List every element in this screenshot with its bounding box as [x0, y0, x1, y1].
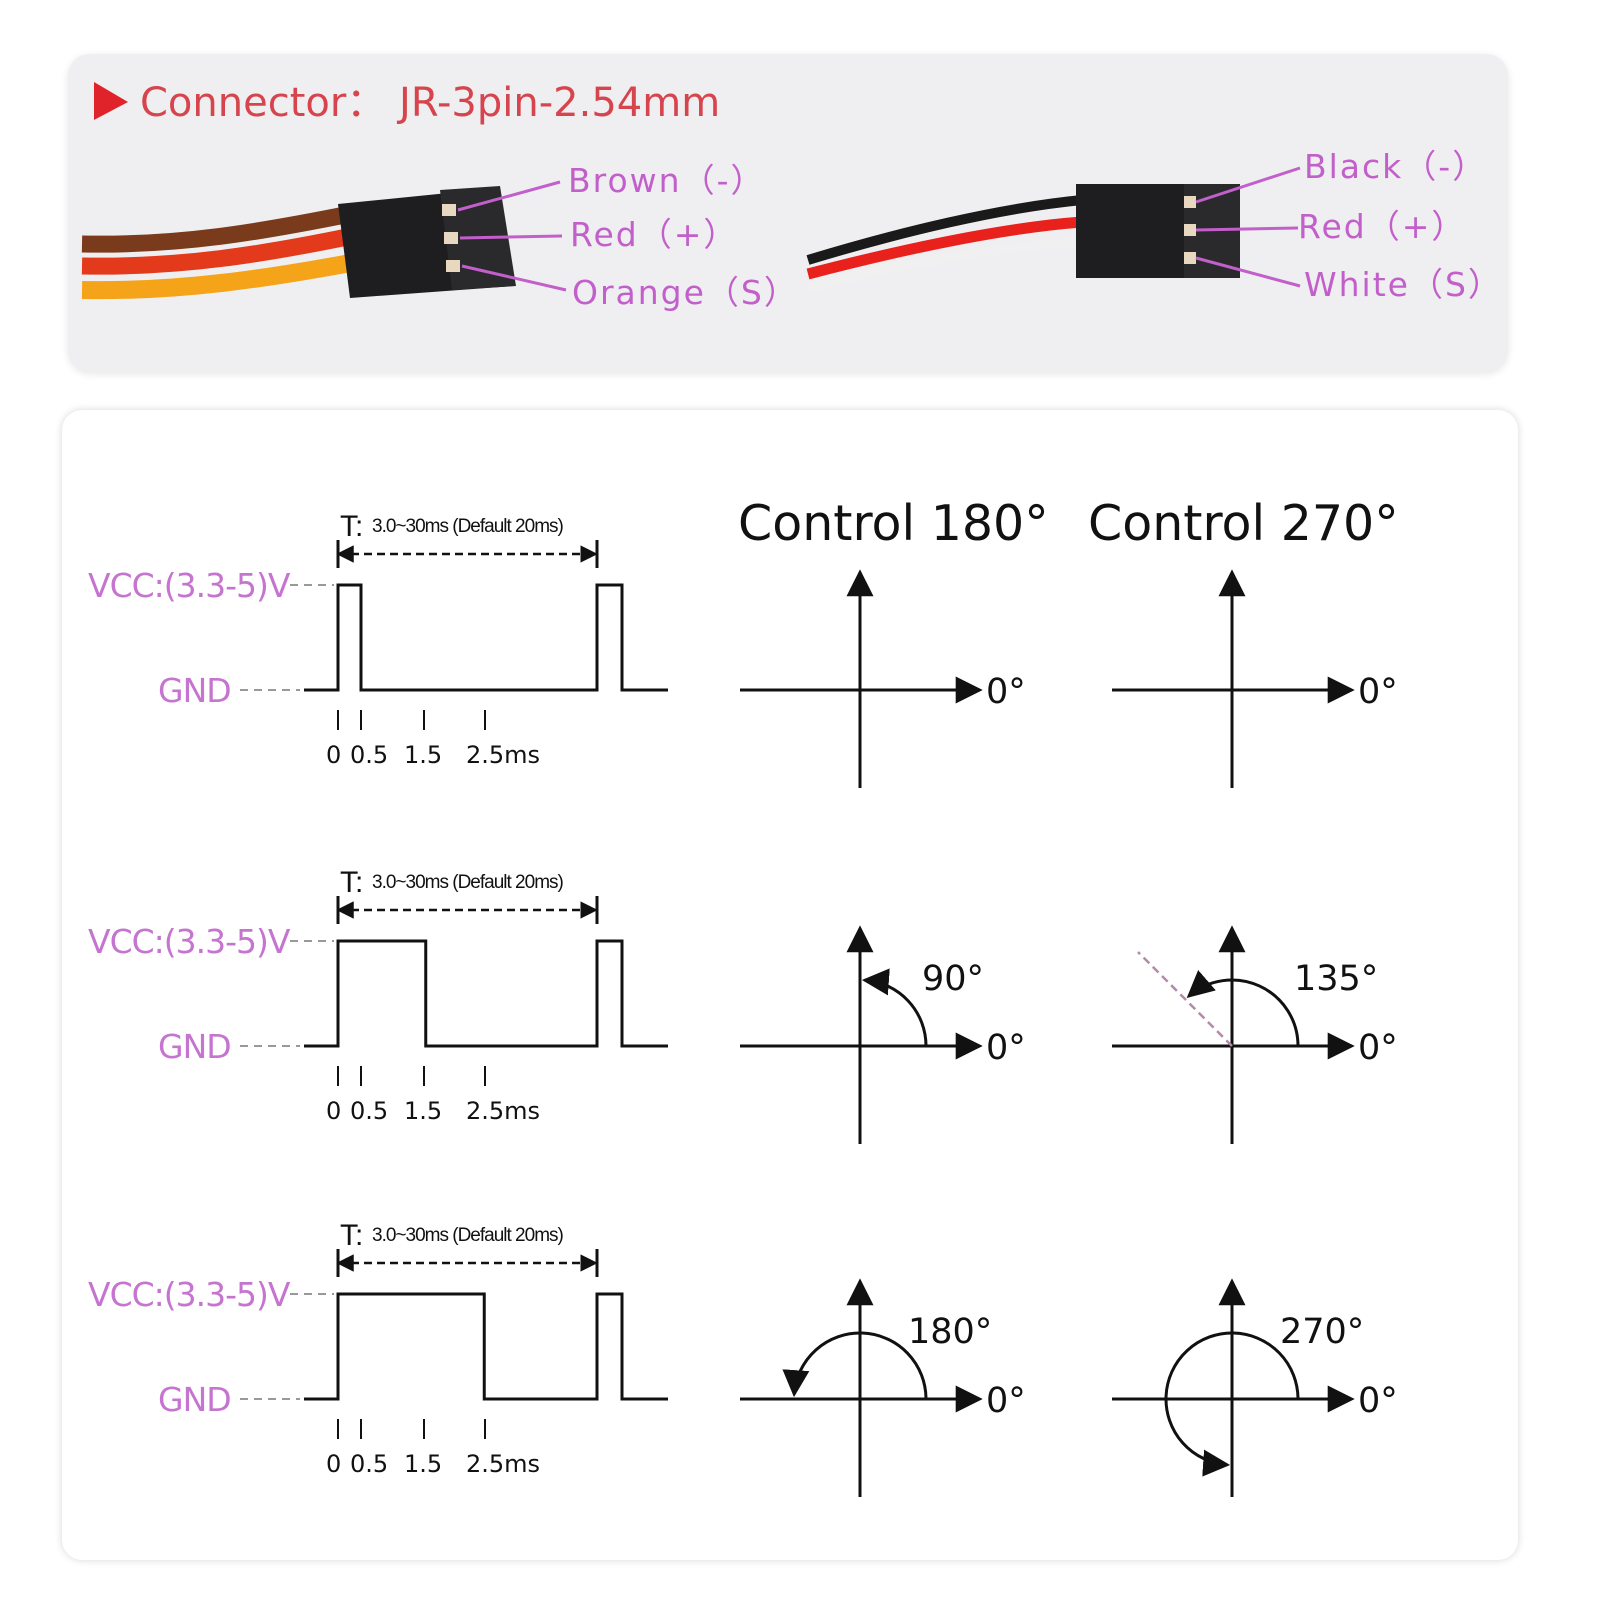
gnd-label: GND — [158, 1380, 231, 1419]
angle-diagram-180-row-3: 0° 180° — [740, 1278, 1026, 1497]
period-T-label: T: — [340, 510, 363, 543]
vcc-label: VCC:(3.3-5)V — [88, 566, 291, 605]
timing-row-3: T: 3.0~30ms (Default 20ms) VCC:(3.3-5)V GND… — [88, 1219, 1398, 1497]
gnd-label: GND — [158, 1027, 231, 1066]
angle-diagram-180-row-2: 0°90° — [740, 925, 1026, 1144]
connector-panel — [68, 54, 1508, 372]
time-tick-label: 0.5 — [350, 1450, 388, 1478]
time-tick-label: 0.5 — [350, 741, 388, 769]
rotation-arc — [782, 1331, 928, 1400]
period-T-label: T: — [340, 1219, 363, 1252]
control-270-title: Control 270° — [1088, 495, 1399, 552]
left-connector-housing — [338, 186, 516, 298]
left-pin-label-2: Red（+） — [570, 215, 738, 254]
rotation-arc — [861, 968, 928, 1047]
pwm-waveform — [304, 1292, 668, 1401]
left-pin-2 — [444, 232, 458, 244]
control-180-title: Control 180° — [738, 495, 1049, 552]
left-pin-label-1: Brown（-） — [568, 161, 765, 200]
zero-degree-label: 0° — [986, 1028, 1026, 1068]
angle-diagram-180-row-1: 0° — [740, 569, 1026, 788]
timing-row-1: T: 3.0~30ms (Default 20ms) VCC:(3.3-5)V GND… — [88, 510, 1398, 788]
angle-diagram-270-row-1: 0° — [1112, 569, 1398, 788]
angle-guide-line — [1137, 951, 1233, 1047]
time-tick-label: 1.5 — [404, 741, 442, 769]
pwm-waveform — [304, 939, 668, 1048]
left-pin-1 — [442, 204, 456, 216]
time-tick-label: 0 — [326, 1450, 341, 1478]
vcc-label: VCC:(3.3-5)V — [88, 922, 291, 961]
left-pin-3 — [446, 260, 460, 272]
pwm-waveform — [304, 583, 668, 692]
right-pin-1 — [1184, 196, 1196, 208]
time-tick-label: 0.5 — [350, 1097, 388, 1125]
connector-title: Connector： JR-3pin-2.54mm — [140, 80, 720, 126]
connector-section: Connector： JR-3pin-2.54mm Brown（-） Red（+… — [81, 80, 1503, 312]
angle-diagram-270-row-2: 0° 135° — [1112, 925, 1398, 1144]
rotation-arc — [1186, 970, 1300, 1047]
time-tick-label: 2.5ms — [466, 1097, 540, 1125]
time-tick-label: 0 — [326, 1097, 341, 1125]
angle-diagram-270-row-3: 0° 270° — [1112, 1278, 1398, 1497]
zero-degree-label: 0° — [1358, 1381, 1398, 1421]
time-tick-label: 2.5ms — [466, 1450, 540, 1478]
left-pin-label-3: Orange（S） — [572, 273, 799, 312]
angle-label: 270° — [1280, 1312, 1364, 1352]
left-pin-leaders — [457, 180, 567, 292]
angle-label: 90° — [922, 959, 984, 999]
right-pin-2 — [1184, 224, 1196, 236]
time-tick-label: 1.5 — [404, 1097, 442, 1125]
timing-row-2: T: 3.0~30ms (Default 20ms) VCC:(3.3-5)V GND… — [88, 866, 1398, 1144]
time-tick-label: 1.5 — [404, 1450, 442, 1478]
rotation-arc — [1164, 1331, 1300, 1477]
period-text: 3.0~30ms (Default 20ms) — [372, 872, 564, 893]
zero-degree-label: 0° — [986, 672, 1026, 712]
timing-rows: T: 3.0~30ms (Default 20ms) VCC:(3.3-5)V GND… — [88, 510, 1398, 1497]
right-pin-label-2: Red（+） — [1298, 207, 1466, 246]
period-text: 3.0~30ms (Default 20ms) — [372, 1225, 564, 1246]
right-pin-3 — [1184, 252, 1196, 264]
right-wire-bundle — [806, 195, 1083, 293]
time-tick-label: 0 — [326, 741, 341, 769]
gnd-label: GND — [158, 671, 231, 710]
right-pin-leaders — [1195, 166, 1301, 288]
right-pin-label-3: White（S） — [1304, 265, 1503, 304]
right-pin-label-1: Black（-） — [1304, 147, 1487, 186]
timing-panel — [62, 410, 1518, 1560]
left-wire-bundle — [81, 205, 358, 300]
vcc-label: VCC:(3.3-5)V — [88, 1275, 291, 1314]
zero-degree-label: 0° — [1358, 672, 1398, 712]
time-tick-label: 2.5ms — [466, 741, 540, 769]
zero-degree-label: 0° — [986, 1381, 1026, 1421]
play-triangle-icon — [94, 82, 128, 120]
zero-degree-label: 0° — [1358, 1028, 1398, 1068]
period-T-label: T: — [340, 866, 363, 899]
angle-label: 180° — [908, 1312, 992, 1352]
angle-label: 135° — [1294, 959, 1378, 999]
period-text: 3.0~30ms (Default 20ms) — [372, 516, 564, 537]
